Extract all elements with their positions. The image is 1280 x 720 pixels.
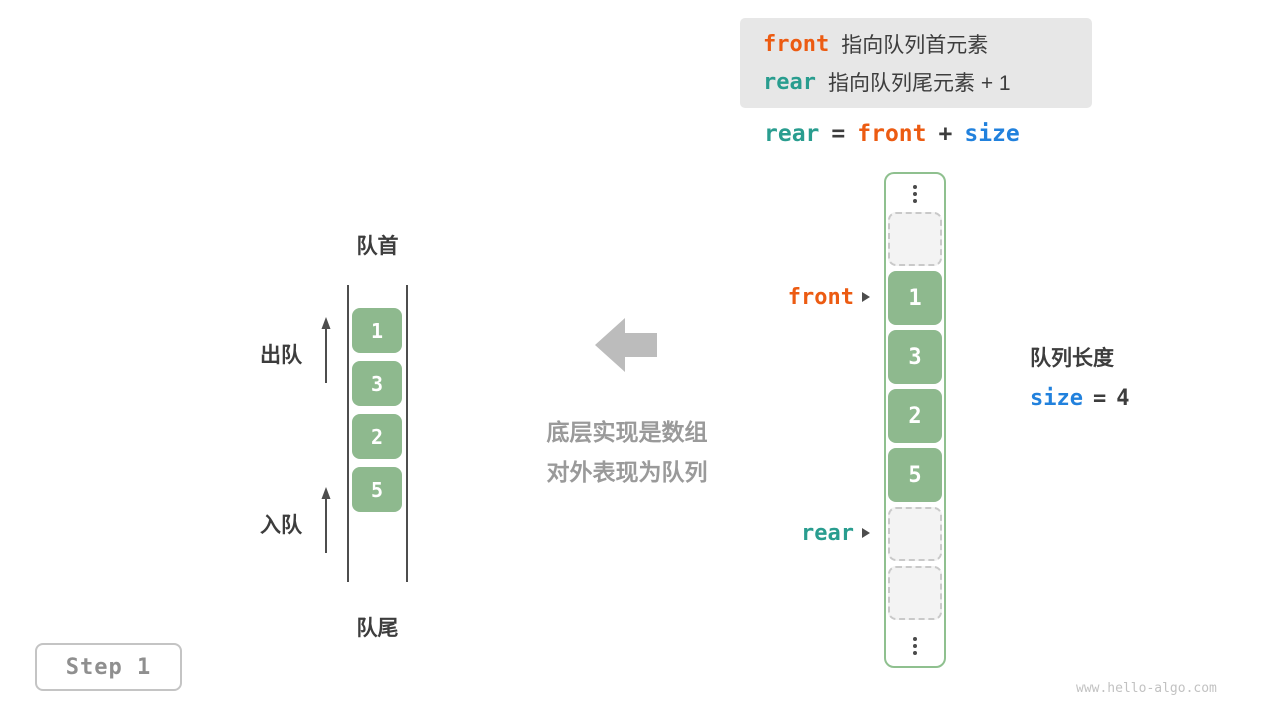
size-title: 队列长度 (1030, 347, 1114, 370)
formula-plus: + (938, 121, 953, 147)
front-pointer: front (788, 283, 870, 311)
formula-front: front (857, 121, 927, 147)
pointer-arrow-icon (862, 292, 870, 302)
legend-row-rear: rear 指向队列尾元素 + 1 (763, 63, 1092, 101)
legend-row-front: front 指向队列首元素 (763, 25, 1092, 63)
legend-description-front: 指向队列首元素 (841, 34, 989, 57)
rear-pointer: rear (801, 519, 870, 547)
array-cell-value: 2 (888, 389, 942, 443)
queue-cell: 5 (352, 467, 402, 512)
queue-rear-label: 队尾 (356, 617, 399, 640)
transform-arrow-icon (595, 318, 657, 372)
enqueue-arrow-icon (321, 487, 331, 553)
queue-front-label: 队首 (356, 235, 399, 258)
array-cell-value: 3 (888, 330, 942, 384)
dequeue-label: 出队 (260, 344, 302, 367)
note-line-2: 对外表现为队列 (546, 459, 708, 485)
size-equals: = (1092, 386, 1107, 411)
note-text: 底层实现是数组 对外表现为队列 (525, 412, 729, 492)
size-keyword: size (1030, 386, 1083, 411)
legend-keyword-front: front (763, 31, 830, 57)
queue-cell: 2 (352, 414, 402, 459)
array-cell-value: 5 (888, 448, 942, 502)
queue-cell: 3 (352, 361, 402, 406)
array-cell-empty (888, 212, 942, 266)
rear-pointer-label: rear (801, 520, 854, 546)
formula-rear: rear (764, 121, 820, 147)
note-line-1: 底层实现是数组 (546, 419, 708, 445)
queue-wall-left (347, 285, 349, 582)
ellipsis-bottom-icon (886, 634, 944, 658)
array-cell-empty (888, 566, 942, 620)
size-info: 队列长度 size = 4 (1030, 342, 1129, 411)
dequeue-arrow-icon (321, 317, 331, 383)
array-container: 1 3 2 5 (884, 172, 946, 668)
array-cell-value: 1 (888, 271, 942, 325)
ellipsis-top-icon (886, 182, 944, 206)
formula: rear = front + size (764, 121, 1020, 147)
size-value-line: size = 4 (1030, 386, 1129, 411)
front-pointer-label: front (787, 284, 854, 310)
formula-equals: = (831, 121, 846, 147)
size-value: 4 (1116, 386, 1130, 411)
legend-box: front 指向队列首元素 rear 指向队列尾元素 + 1 (740, 18, 1092, 108)
formula-size: size (964, 121, 1020, 147)
step-badge: Step 1 (35, 643, 182, 691)
pointer-arrow-icon (862, 528, 870, 538)
legend-keyword-rear: rear (763, 69, 816, 95)
step-label: Step 1 (65, 654, 152, 680)
enqueue-label: 入队 (260, 514, 302, 537)
queue-cell: 1 (352, 308, 402, 353)
legend-description-rear: 指向队列尾元素 + 1 (827, 72, 1011, 95)
watermark: www.hello-algo.com (1076, 681, 1217, 696)
array-cell-empty (888, 507, 942, 561)
queue-wall-right (406, 285, 408, 582)
